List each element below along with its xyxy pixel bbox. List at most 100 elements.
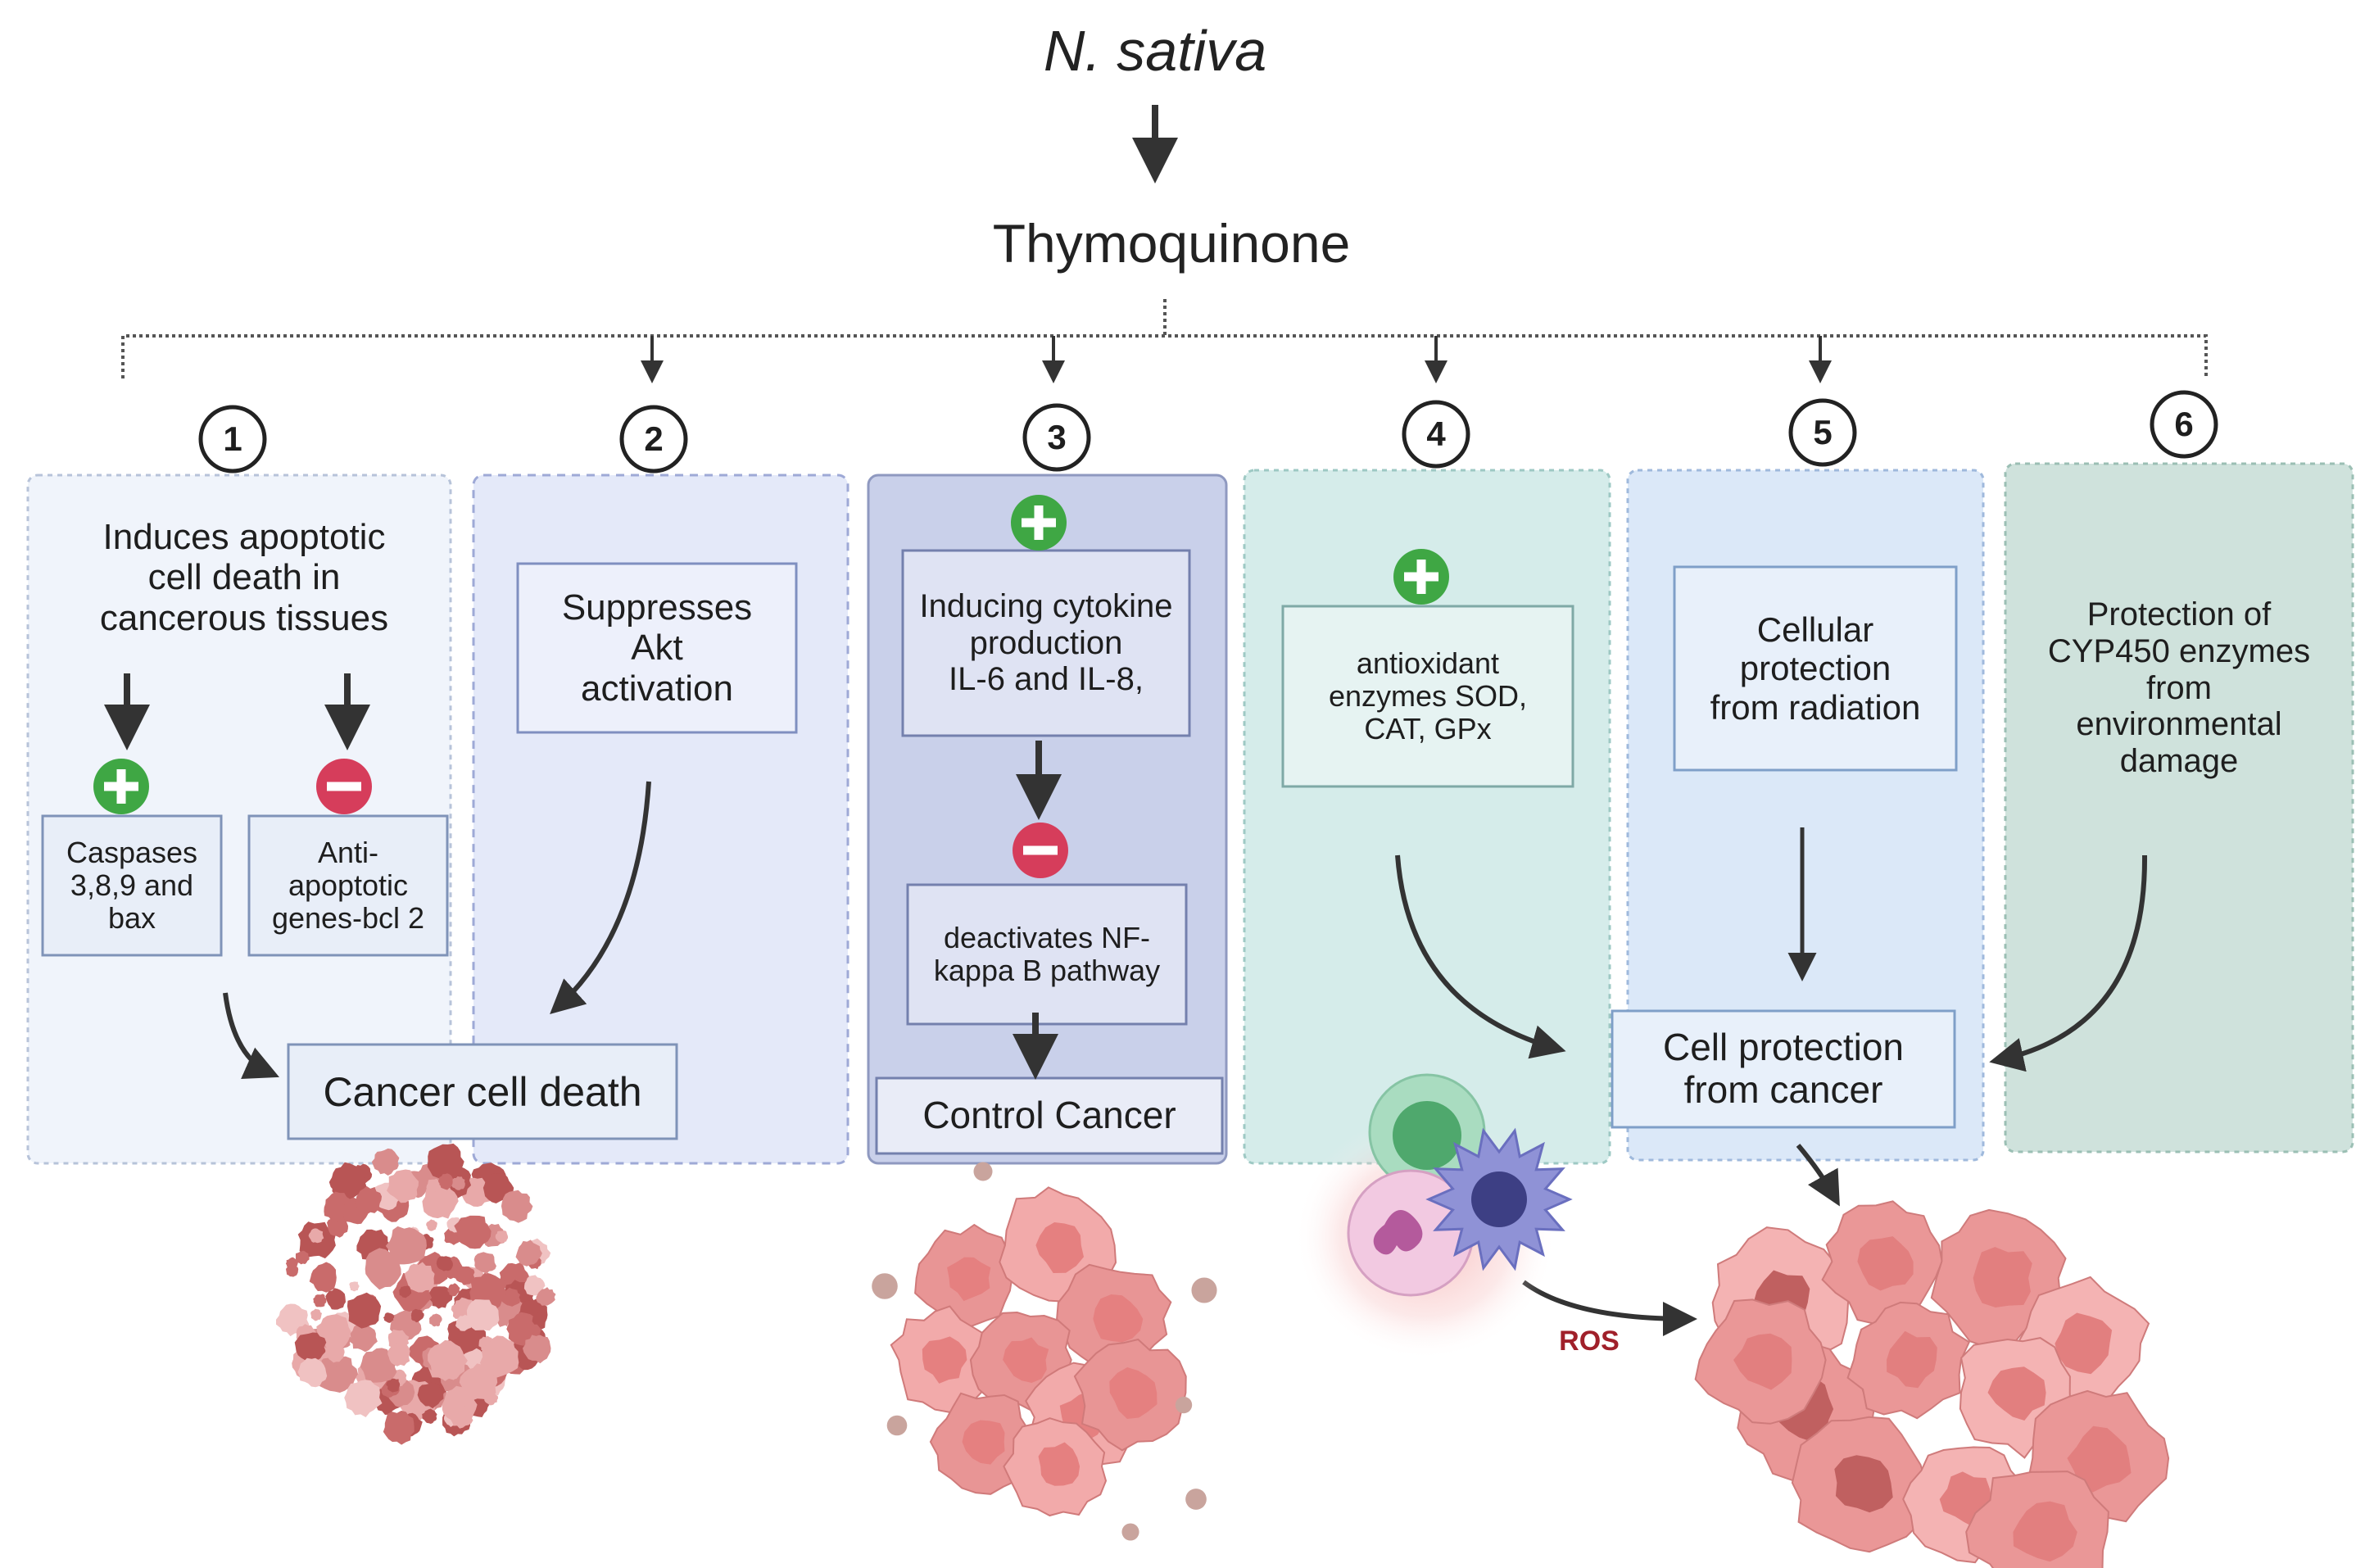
panel-6 — [2004, 462, 2354, 1153]
cell-fragment — [325, 1343, 345, 1363]
cancer-cell-nucleus — [1109, 1367, 1158, 1419]
plus-icon — [1011, 495, 1067, 551]
box-nfkb — [906, 883, 1188, 1026]
cancer-cell-nucleus — [1003, 1337, 1049, 1383]
pathway-number-5: 5 — [1813, 413, 1833, 452]
cell-fragment — [285, 1257, 298, 1270]
cell-fragment — [447, 1283, 460, 1297]
cell-fragment — [428, 1286, 453, 1309]
minus-icon — [316, 759, 372, 814]
cell-fragment — [523, 1275, 546, 1296]
cell-fragment — [383, 1312, 395, 1323]
cell-fragment — [455, 1314, 473, 1331]
compound-title: Thymoquinone — [992, 213, 1351, 274]
pathway-1-description: Induces apoptotic cell death in cancerou… — [99, 517, 389, 638]
ros-label: ROS — [1559, 1325, 1620, 1357]
cell-fragment — [426, 1219, 437, 1231]
cell-fragment — [436, 1256, 453, 1271]
cell-fragment — [386, 1378, 401, 1393]
cancer-cell-nucleus — [1887, 1330, 1937, 1389]
cancer-cell-cluster-dying — [276, 1143, 556, 1445]
panel-1 — [26, 474, 452, 1165]
cell-fragment — [328, 1162, 367, 1201]
cell-fragment — [451, 1405, 473, 1429]
number-circle-1 — [198, 405, 267, 474]
cell-fragment — [325, 1288, 346, 1310]
cell-fragment — [309, 1262, 337, 1293]
cell-fragment — [515, 1239, 542, 1267]
cancer-cell-nucleus — [1093, 1294, 1144, 1343]
cancer-cell-nucleus — [1857, 1236, 1914, 1291]
cancer-cell-nucleus — [1834, 1455, 1893, 1513]
cell-fragment — [387, 1342, 410, 1366]
cancer-cell-nucleus — [947, 1257, 991, 1302]
curve-arrow-4 — [1395, 854, 1566, 1059]
cancer-cell-nucleus — [1987, 1366, 2046, 1421]
box-cancer-cell-death — [287, 1043, 678, 1140]
cell-fragment — [387, 1169, 419, 1203]
debris-dot — [886, 1415, 908, 1436]
box-caspases — [41, 814, 223, 957]
pathway-number-3: 3 — [1047, 418, 1067, 457]
cancer-cell-nucleus — [1733, 1333, 1792, 1390]
control-cancer-label: Control Cancer — [922, 1094, 1176, 1137]
cell-fragment — [523, 1335, 551, 1364]
box-akt — [516, 562, 798, 734]
cell-fragment — [479, 1335, 519, 1378]
cell-fragment — [297, 1357, 328, 1388]
cancer-cell-death-label: Cancer cell death — [323, 1068, 642, 1115]
pathway-number-1: 1 — [223, 419, 242, 459]
anti-apoptotic-label: Anti- apoptotic genes-bcl 2 — [271, 835, 425, 936]
cell-fragment — [308, 1228, 324, 1244]
radiation-label: Cellular protection from radiation — [1710, 610, 1921, 727]
cancer-cell-nucleus — [1038, 1442, 1081, 1486]
pathway-number-4: 4 — [1426, 415, 1446, 454]
cell-fragment — [422, 1408, 437, 1424]
cell-fragment — [428, 1339, 468, 1381]
debris-dot — [1185, 1489, 1207, 1510]
cell-fragment — [347, 1292, 382, 1329]
box-anti-apoptotic — [247, 814, 449, 957]
cancer-cell-nucleus — [2067, 1425, 2132, 1493]
cell-fragment — [532, 1312, 546, 1326]
cancer-cell-cluster-protected — [1694, 1200, 2170, 1568]
curve-arrow-6 — [1989, 854, 2148, 1072]
immune-cell-group — [1294, 1073, 1573, 1360]
arrow-ros — [1522, 1280, 1697, 1336]
cell-fragment — [454, 1215, 492, 1249]
cell-fragment — [437, 1173, 455, 1190]
source-title: N. sativa — [1043, 18, 1267, 83]
cell-fragment — [313, 1294, 327, 1307]
cell-fragment — [426, 1178, 441, 1193]
cell-fragment — [385, 1226, 427, 1265]
cell-fragment — [294, 1332, 327, 1363]
antioxidant-label: antioxidant enzymes SOD, CAT, GPx — [1328, 646, 1528, 746]
number-circle-6 — [2150, 390, 2218, 459]
cell-fragment — [371, 1148, 400, 1176]
cell-fragment — [360, 1348, 397, 1383]
cell-fragment — [451, 1176, 465, 1190]
cytokine-label: Inducing cytokine production IL-6 and IL… — [919, 587, 1173, 698]
cell-fragment — [495, 1230, 509, 1244]
cell-fragment — [349, 1322, 378, 1353]
debris-dot — [1175, 1396, 1193, 1414]
cell-fragment — [310, 1308, 322, 1321]
box-cell-protection — [1611, 1009, 1956, 1129]
akt-label: Suppresses Akt activation — [561, 587, 753, 709]
cell-fragment — [429, 1313, 442, 1327]
cell-fragment — [399, 1285, 412, 1298]
pathway-number-2: 2 — [644, 419, 664, 459]
plus-icon — [1393, 549, 1449, 605]
number-circle-3 — [1022, 403, 1091, 472]
pathway-number-6: 6 — [2174, 405, 2194, 444]
box-antioxidant — [1281, 605, 1574, 788]
arrow-to-protected-cells — [1796, 1144, 1840, 1207]
curve-arrow-2 — [550, 781, 651, 1015]
cancer-cell-nucleus — [2055, 1312, 2113, 1375]
cancer-cell-cluster-controlled — [872, 1162, 1217, 1541]
number-circle-5 — [1788, 398, 1857, 467]
cancer-cell-nucleus — [1973, 1247, 2032, 1307]
number-circle-2 — [619, 405, 688, 474]
cell-fragment — [344, 1380, 383, 1417]
